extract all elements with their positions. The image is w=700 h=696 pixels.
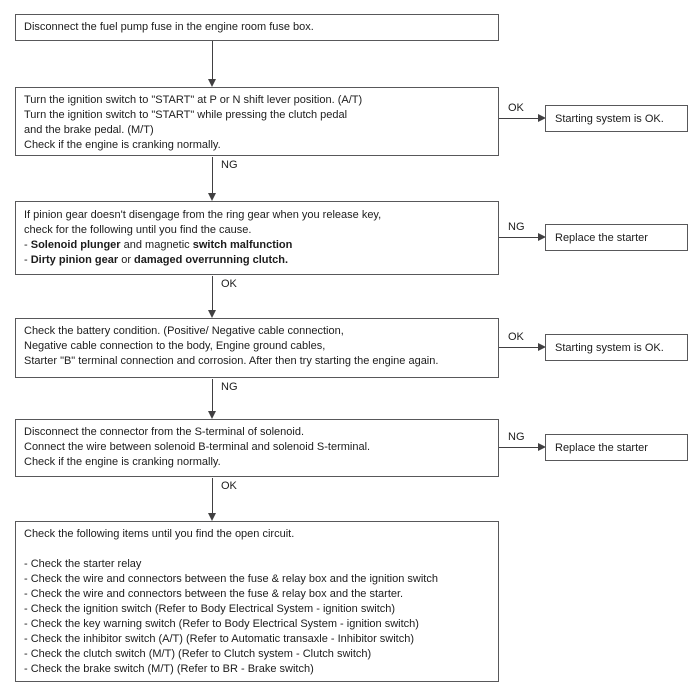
down-arrowhead-icon <box>208 513 216 521</box>
down-arrowhead-icon <box>208 411 216 419</box>
step-box-open-circuit-checklist: Check the following items until you find… <box>15 521 499 682</box>
step-text-line: Check if the engine is cranking normally… <box>24 139 221 151</box>
down-arrow-line-3 <box>212 276 213 310</box>
result-box-replace-starter: Replace the starter <box>545 434 688 461</box>
down-arrow-line-2 <box>212 157 213 193</box>
step-text-line: - Check the inhibitor switch (A/T) (Refe… <box>24 633 415 645</box>
step-text-line: - Check the brake switch (M/T) (Refer to… <box>24 663 314 675</box>
result-text: Replace the starter <box>555 441 648 454</box>
side-connector-label: OK <box>508 102 524 114</box>
bullet-text: and magnetic <box>120 239 193 251</box>
result-box-replace-starter: Replace the starter <box>545 224 688 251</box>
bullet-text: - <box>24 254 31 266</box>
down-arrow-line-1 <box>212 41 213 79</box>
step-text-line: - Check the wire and connectors between … <box>24 588 404 600</box>
result-box-starting-system-ok: Starting system is OK. <box>545 334 688 361</box>
side-arrow-line-3 <box>499 347 538 348</box>
step-text-line: - Check the clutch switch (M/T) (Refer t… <box>24 648 372 660</box>
step-text-line: If pinion gear doesn't disengage from th… <box>24 209 382 221</box>
step-text-line: Turn the ignition switch to "START" whil… <box>24 109 348 121</box>
down-connector-label: NG <box>221 159 238 171</box>
step-box-ignition-start-check: Turn the ignition switch to "START" at P… <box>15 87 499 156</box>
right-arrowhead-icon <box>538 233 546 241</box>
down-connector-label: OK <box>221 480 237 492</box>
down-arrowhead-icon <box>208 193 216 201</box>
bullet-text: - <box>24 239 31 251</box>
step-box-battery-condition-check: Check the battery condition. (Positive/ … <box>15 318 499 378</box>
side-connector-label: NG <box>508 221 525 233</box>
step-text-line: Disconnect the fuel pump fuse in the eng… <box>24 21 314 33</box>
result-text: Starting system is OK. <box>555 341 664 354</box>
step-text-line: - Check the starter relay <box>24 558 142 570</box>
step-box-pinion-gear-check: If pinion gear doesn't disengage from th… <box>15 201 499 275</box>
step-text-line: - Check the key warning switch (Refer to… <box>24 618 419 630</box>
result-text: Starting system is OK. <box>555 112 664 125</box>
right-arrowhead-icon <box>538 443 546 451</box>
step-text-line: and the brake pedal. (M/T) <box>24 124 154 136</box>
down-arrow-line-4 <box>212 379 213 411</box>
step-bullet-line: - Solenoid plunger and magnetic switch m… <box>24 238 490 253</box>
step-box-solenoid-terminal-check: Disconnect the connector from the S-term… <box>15 419 499 477</box>
side-connector-label: OK <box>508 331 524 343</box>
result-box-starting-system-ok: Starting system is OK. <box>545 105 688 132</box>
down-connector-label: OK <box>221 278 237 290</box>
bullet-text-bold: damaged overrunning clutch. <box>134 254 289 266</box>
side-connector-label: NG <box>508 431 525 443</box>
step-text-line: - Check the wire and connectors between … <box>24 573 438 585</box>
side-arrow-line-1 <box>499 118 538 119</box>
down-arrowhead-icon <box>208 79 216 87</box>
step-text-line: Connect the wire between solenoid B-term… <box>24 441 371 453</box>
step-text-line: - Check the ignition switch (Refer to Bo… <box>24 603 396 615</box>
side-arrow-line-4 <box>499 447 538 448</box>
step-text-line: Starter "B" terminal connection and corr… <box>24 355 439 367</box>
down-arrowhead-icon <box>208 310 216 318</box>
bullet-text-bold: switch malfunction <box>192 239 293 251</box>
result-text: Replace the starter <box>555 231 648 244</box>
right-arrowhead-icon <box>538 114 546 122</box>
step-text-line: Check the battery condition. (Positive/ … <box>24 325 344 337</box>
step-text-line: Check the following items until you find… <box>24 528 295 540</box>
bullet-text-bold: Solenoid plunger <box>30 239 121 251</box>
side-arrow-line-2 <box>499 237 538 238</box>
step-text-line: check for the following until you find t… <box>24 224 252 236</box>
bullet-text-bold: Dirty pinion gear <box>30 254 119 266</box>
step-text-line: Check if the engine is cranking normally… <box>24 456 221 468</box>
step-text-line: Negative cable connection to the body, E… <box>24 340 326 352</box>
bullet-text: or <box>118 254 135 266</box>
down-connector-label: NG <box>221 381 238 393</box>
down-arrow-line-5 <box>212 478 213 513</box>
right-arrowhead-icon <box>538 343 546 351</box>
step-bullet-line: - Dirty pinion gear or damaged overrunni… <box>24 253 490 268</box>
step-box-disconnect-fuel-pump-fuse: Disconnect the fuel pump fuse in the eng… <box>15 14 499 41</box>
step-text-line <box>24 542 490 557</box>
step-text-line: Disconnect the connector from the S-term… <box>24 426 305 438</box>
step-text-line: Turn the ignition switch to "START" at P… <box>24 94 363 106</box>
